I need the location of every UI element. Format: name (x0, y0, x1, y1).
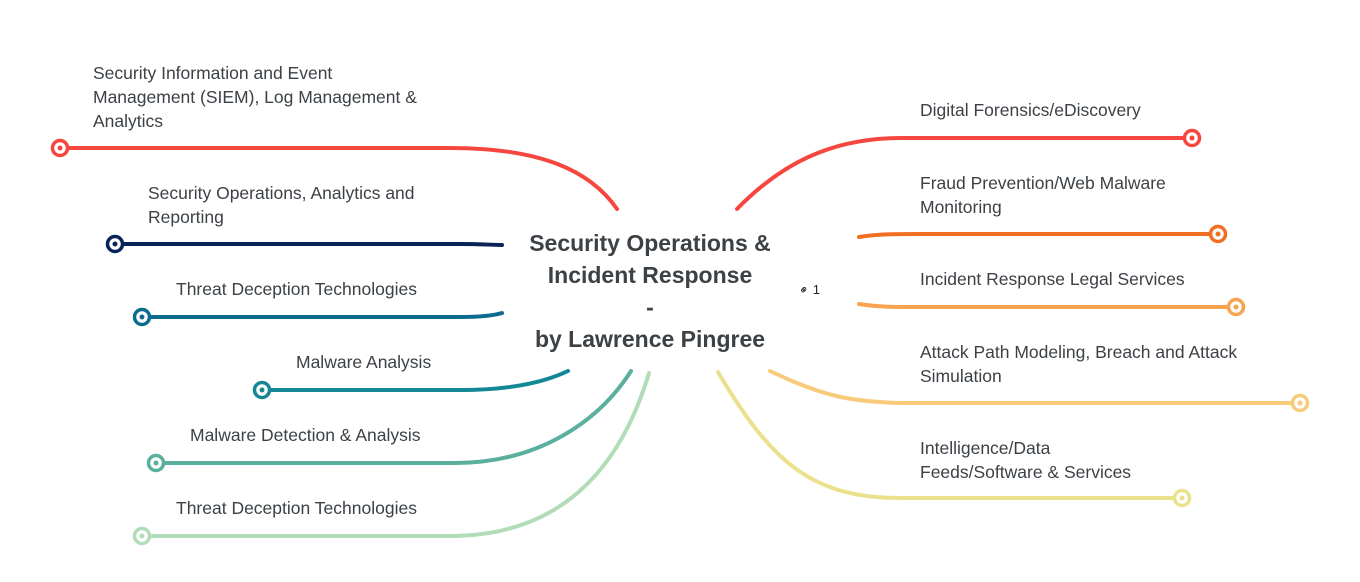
branch-label-threat-deception-2[interactable]: Threat Deception Technologies (176, 496, 417, 520)
label-line: Simulation (920, 366, 1002, 386)
branch-label-fraud-prevention[interactable]: Fraud Prevention/Web Malware Monitoring (920, 171, 1166, 219)
node-dot-icon (1215, 231, 1221, 237)
label-line: Threat Deception Technologies (176, 279, 417, 299)
label-line: Management (SIEM), Log Management & (93, 87, 417, 107)
branch-label-malware-detection[interactable]: Malware Detection & Analysis (190, 423, 421, 447)
node-dot-icon (153, 460, 159, 466)
branch-connector (154, 369, 633, 465)
label-line: Fraud Prevention/Web Malware (920, 173, 1166, 193)
branch-label-malware-analysis[interactable]: Malware Analysis (296, 350, 431, 374)
branch-connector (857, 302, 1238, 309)
node-dot-icon (139, 314, 145, 320)
label-line: Incident Response Legal Services (920, 269, 1185, 289)
node-dot-icon (1179, 495, 1185, 501)
branch-label-digital-forensics[interactable]: Digital Forensics/eDiscovery (920, 98, 1141, 122)
node-dot-icon (112, 241, 118, 247)
label-line: Security Operations, Analytics and (148, 183, 415, 203)
node-dot-icon (259, 387, 265, 393)
branch-connector (260, 369, 570, 392)
label-line: Analytics (93, 111, 164, 131)
branch-connector (140, 371, 651, 538)
label-line: Monitoring (920, 197, 1002, 217)
node-dot-icon (1233, 304, 1239, 310)
central-topic[interactable]: Security Operations & Incident Response … (500, 227, 800, 355)
label-line: Threat Deception Technologies (176, 498, 417, 518)
label-line: Reporting (148, 207, 224, 227)
central-topic-line: by Lawrence Pingree (534, 326, 766, 352)
central-topic-line: - (646, 294, 654, 320)
label-line: Feeds/Software & Services (920, 462, 1132, 482)
label-line: Malware Analysis (296, 352, 432, 372)
branch-label-siem[interactable]: Security Information and Event Managemen… (93, 61, 417, 133)
central-topic-line: Incident Response (547, 262, 753, 288)
branch-connector (58, 146, 619, 211)
branch-connector (735, 136, 1194, 211)
link-count: 1 (812, 282, 820, 297)
link-icon: ⚭ (795, 281, 813, 299)
label-line: Attack Path Modeling, Breach and Attack (920, 342, 1238, 362)
central-topic-line: Security Operations & (529, 230, 771, 256)
branch-label-intelligence[interactable]: Intelligence/Data Feeds/Software & Servi… (920, 436, 1131, 484)
label-line: Intelligence/Data (920, 438, 1051, 458)
label-line: Malware Detection & Analysis (190, 425, 421, 445)
branch-label-secops[interactable]: Security Operations, Analytics and Repor… (148, 181, 415, 229)
branch-connector (113, 242, 504, 247)
node-dot-icon (139, 533, 145, 539)
node-dot-icon (1189, 135, 1195, 141)
branch-connector (768, 369, 1302, 405)
branch-connector (140, 311, 504, 319)
branch-label-ir-legal[interactable]: Incident Response Legal Services (920, 267, 1185, 291)
label-line: Digital Forensics/eDiscovery (920, 100, 1141, 120)
link-badge[interactable]: ⚭ 1 (795, 281, 820, 299)
node-dot-icon (1297, 400, 1303, 406)
branch-connector (857, 232, 1220, 239)
label-line: Security Information and Event (93, 63, 333, 83)
branch-label-attack-path[interactable]: Attack Path Modeling, Breach and Attack … (920, 340, 1237, 388)
branch-connector (716, 370, 1184, 500)
node-dot-icon (57, 145, 63, 151)
branch-label-threat-deception[interactable]: Threat Deception Technologies (176, 277, 417, 301)
